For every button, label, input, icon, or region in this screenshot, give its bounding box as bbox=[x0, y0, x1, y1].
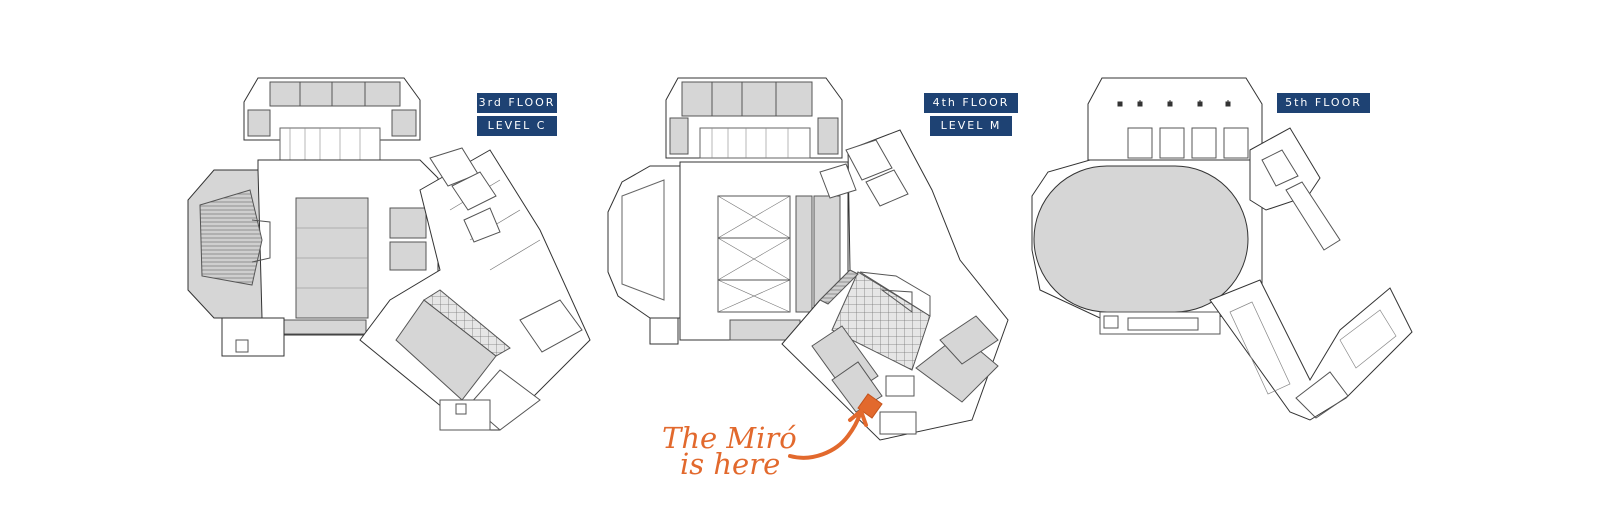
label-level-m: LEVEL M bbox=[930, 116, 1012, 136]
floor-plan-4th-floor bbox=[607, 77, 1009, 441]
floor-plan-5th-floor bbox=[1031, 77, 1413, 421]
miro-location-marker bbox=[857, 393, 883, 419]
callout-text-line1: The Miró bbox=[662, 421, 797, 455]
label-level-c: LEVEL C bbox=[477, 116, 557, 136]
callout-text-line2: is here bbox=[680, 447, 781, 481]
callout-arrowhead bbox=[848, 409, 868, 427]
label-5th-floor: 5th FLOOR bbox=[1277, 93, 1370, 113]
label-4th-floor: 4th FLOOR bbox=[924, 93, 1018, 113]
floor-plan-3rd-floor bbox=[187, 77, 591, 431]
label-3rd-floor: 3rd FLOOR bbox=[477, 93, 557, 113]
callout-arrow bbox=[788, 412, 862, 460]
